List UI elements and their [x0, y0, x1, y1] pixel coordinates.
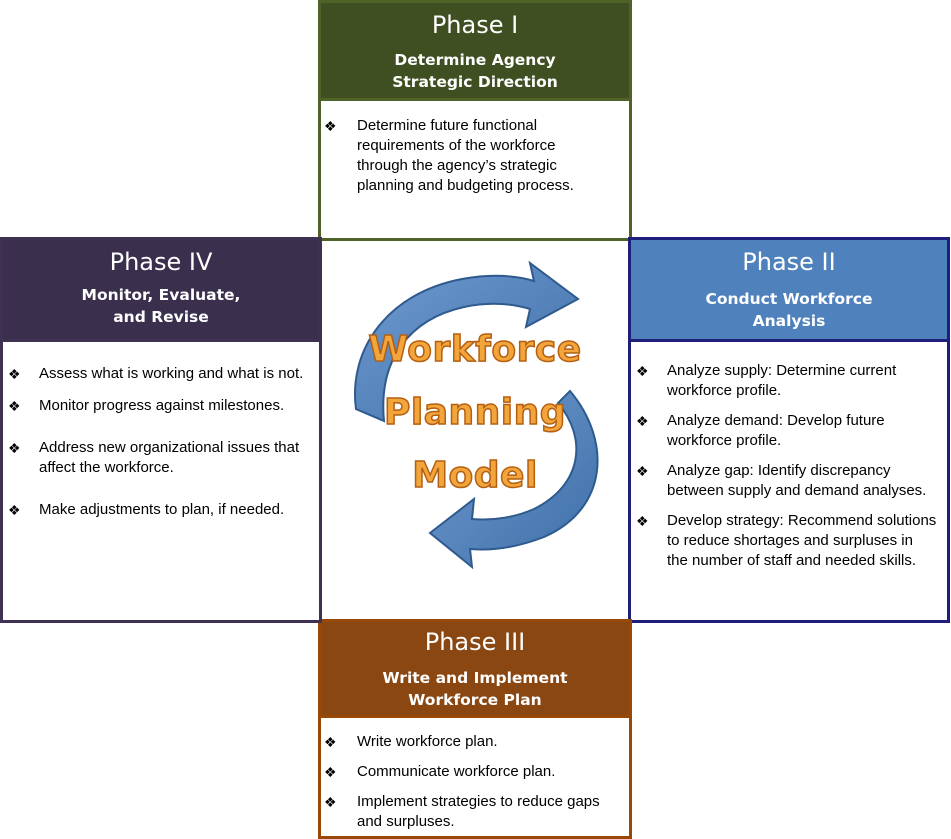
- phase-2-item: ❖ Develop strategy: Recommend solutions …: [636, 511, 937, 571]
- phase-4-item-text: Monitor progress against milestones.: [39, 397, 285, 414]
- phase-2-item: ❖ Analyze supply: Determine current work…: [636, 361, 937, 401]
- model-title-line3: Model: [411, 454, 538, 497]
- phase-4-header: Phase IV Monitor, Evaluate, and Revise: [3, 240, 319, 339]
- phase-3-item-text: Communicate workforce plan.: [357, 763, 556, 780]
- phase-3-body: ❖ Write workforce plan. ❖ Communicate wo…: [321, 715, 629, 832]
- phase-2-item-text: Analyze gap: Identify discrepancy betwee…: [667, 462, 927, 499]
- phase-1-item-text: Determine future functional requirements…: [357, 117, 574, 194]
- phase-1-title: Phase I: [431, 11, 519, 39]
- phase-1-box: Phase I Determine Agency Strategic Direc…: [318, 0, 632, 241]
- phase-3-header: Phase III Write and Implement Workforce …: [321, 622, 629, 715]
- model-title-line1: Workforce: [368, 328, 582, 371]
- center-model: Workforce Planning Model: [322, 241, 628, 619]
- phase-3-subtitle-line1: Write and Implement: [382, 669, 568, 687]
- phase-1-list: ❖ Determine future functional requiremen…: [324, 116, 609, 196]
- diamond-bullet-icon: ❖: [324, 734, 337, 750]
- phase-4-body: ❖ Assess what is working and what is not…: [3, 339, 319, 520]
- phase-4-subtitle-line2: and Revise: [113, 308, 209, 326]
- phase-3-subtitle-line2: Workforce Plan: [408, 691, 542, 709]
- diamond-bullet-icon: ❖: [8, 398, 21, 414]
- phase-1-item: ❖ Determine future functional requiremen…: [324, 116, 609, 196]
- phase-2-subtitle-line1: Conduct Workforce: [705, 290, 873, 308]
- phase-2-box: Phase II Conduct Workforce Analysis ❖ An…: [628, 237, 950, 623]
- phase-4-item-text: Make adjustments to plan, if needed.: [39, 501, 285, 518]
- phase-2-title: Phase II: [742, 248, 836, 276]
- phase-2-body: ❖ Analyze supply: Determine current work…: [631, 339, 947, 571]
- cycle-arrow-upper-icon: [354, 260, 580, 423]
- cycle-arrow-lower-icon: [428, 389, 599, 570]
- phase-4-item: ❖ Address new organizational issues that…: [8, 438, 305, 478]
- phase-2-header: Phase II Conduct Workforce Analysis: [631, 240, 947, 339]
- phase-4-item: ❖ Monitor progress against milestones.: [8, 396, 305, 416]
- diamond-bullet-icon: ❖: [636, 363, 649, 379]
- phase-3-item-text: Implement strategies to reduce gaps and …: [357, 793, 600, 830]
- diamond-bullet-icon: ❖: [8, 366, 21, 382]
- phase-4-item: ❖ Make adjustments to plan, if needed.: [8, 500, 305, 520]
- phase-4-item: ❖ Assess what is working and what is not…: [8, 364, 305, 384]
- phase-4-subtitle-line1: Monitor, Evaluate,: [81, 286, 241, 304]
- phase-1-subtitle-line1: Determine Agency: [394, 51, 556, 69]
- phase-2-item-text: Analyze supply: Determine current workfo…: [667, 362, 897, 399]
- phase-4-item-text: Assess what is working and what is not.: [39, 365, 304, 382]
- phase-1-header: Phase I Determine Agency Strategic Direc…: [321, 3, 629, 98]
- phase-3-title: Phase III: [424, 628, 526, 656]
- phase-4-list: ❖ Assess what is working and what is not…: [8, 364, 305, 520]
- phase-2-item: ❖ Analyze demand: Develop future workfor…: [636, 411, 937, 451]
- phase-4-item-text: Address new organizational issues that a…: [39, 439, 300, 476]
- phase-1-body: ❖ Determine future functional requiremen…: [321, 98, 629, 196]
- phase-2-item-text: Develop strategy: Recommend solutions to…: [667, 512, 937, 569]
- diamond-bullet-icon: ❖: [636, 513, 649, 529]
- phase-3-item: ❖ Implement strategies to reduce gaps an…: [324, 792, 617, 832]
- diamond-bullet-icon: ❖: [636, 463, 649, 479]
- phase-3-item-text: Write workforce plan.: [357, 733, 498, 750]
- phase-3-box: Phase III Write and Implement Workforce …: [318, 619, 632, 839]
- phase-3-list: ❖ Write workforce plan. ❖ Communicate wo…: [324, 732, 617, 832]
- cycle-arrows-graphic: [354, 260, 599, 570]
- phase-2-subtitle-line2: Analysis: [752, 312, 826, 330]
- phase-4-title: Phase IV: [109, 248, 213, 276]
- phase-2-item-text: Analyze demand: Develop future workforce…: [667, 412, 885, 449]
- phase-3-item: ❖ Write workforce plan.: [324, 732, 617, 752]
- diamond-bullet-icon: ❖: [324, 118, 337, 134]
- diamond-bullet-icon: ❖: [8, 502, 21, 518]
- phase-4-box: Phase IV Monitor, Evaluate, and Revise ❖…: [0, 237, 322, 623]
- diamond-bullet-icon: ❖: [636, 413, 649, 429]
- phase-2-list: ❖ Analyze supply: Determine current work…: [636, 361, 937, 571]
- model-title-line2: Planning: [383, 391, 566, 434]
- phase-2-item: ❖ Analyze gap: Identify discrepancy betw…: [636, 461, 937, 501]
- phase-3-item: ❖ Communicate workforce plan.: [324, 762, 617, 782]
- diamond-bullet-icon: ❖: [324, 764, 337, 780]
- diamond-bullet-icon: ❖: [324, 794, 337, 810]
- diamond-bullet-icon: ❖: [8, 440, 21, 456]
- phase-1-subtitle-line2: Strategic Direction: [392, 73, 558, 91]
